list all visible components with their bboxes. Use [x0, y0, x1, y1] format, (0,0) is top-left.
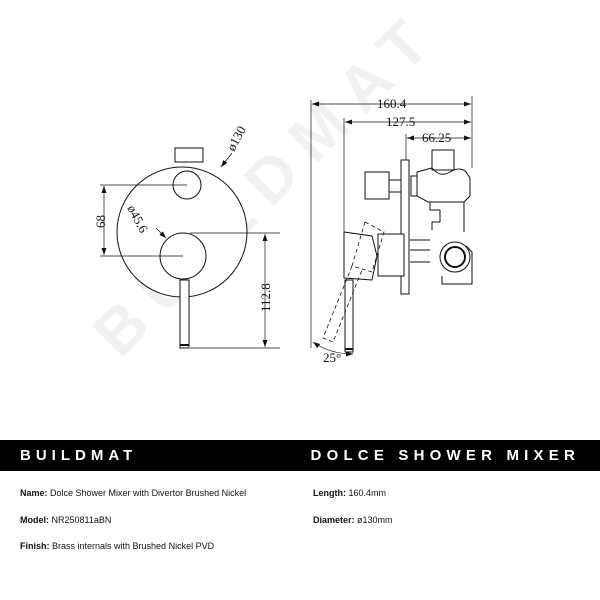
spec-diameter-label: Diameter:	[313, 515, 355, 525]
brand-name: BUILDMAT	[20, 447, 138, 464]
spec-name-label: Name:	[20, 488, 48, 498]
technical-drawing: BUILDMAT ø130	[79, 0, 473, 370]
front-view	[100, 147, 280, 349]
dim-body-length: 127.5	[386, 114, 415, 129]
dim-spacing: 68	[93, 215, 108, 228]
spec-diameter: Diameter: ø130mm	[313, 515, 393, 525]
dim-outer-diameter: ø130	[223, 123, 248, 153]
spec-name: Name: Dolce Shower Mixer with Divertor B…	[20, 488, 246, 498]
spec-model-label: Model:	[20, 515, 49, 525]
dim-height: 112.8	[258, 283, 273, 312]
title-band: BUILDMAT DOLCE SHOWER MIXER	[0, 440, 600, 471]
spec-name-value: Dolce Shower Mixer with Divertor Brushed…	[50, 488, 247, 498]
spec-finish-label: Finish:	[20, 541, 50, 551]
spec-length: Length: 160.4mm	[313, 488, 386, 498]
spec-finish: Finish: Brass internals with Brushed Nic…	[20, 541, 214, 551]
dim-overall-length: 160.4	[377, 96, 407, 111]
side-view	[310, 96, 473, 357]
spec-diameter-value: ø130mm	[357, 515, 393, 525]
spec-length-value: 160.4mm	[348, 488, 387, 498]
spec-model: Model: NR250811aBN	[20, 515, 111, 525]
spec-length-label: Length:	[313, 488, 346, 498]
dim-lever-angle: 25°	[323, 350, 341, 365]
spec-finish-value: Brass internals with Brushed Nickel PVD	[52, 541, 215, 551]
product-title: DOLCE SHOWER MIXER	[310, 447, 580, 464]
dim-valve-depth: 66.25	[422, 130, 451, 145]
spec-model-value: NR250811aBN	[51, 515, 112, 525]
